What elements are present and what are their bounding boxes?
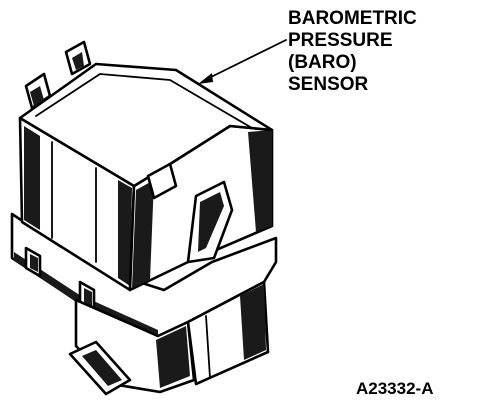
figure-id: A23332-A [356, 379, 434, 398]
sensor-housing [10, 40, 278, 396]
flange-shadow [14, 252, 158, 338]
callout-line-1: BAROMETRIC [288, 8, 417, 29]
front-face-shade [24, 126, 40, 230]
leader-arrow [198, 39, 287, 84]
callout-line-2: PRESSURE [288, 30, 393, 51]
callout-line-4: SENSOR [288, 74, 369, 95]
callout-label: BAROMETRIC PRESSURE (BARO) SENSOR [288, 8, 417, 95]
top-clips [24, 40, 92, 110]
callout-line-3: (BARO) [288, 52, 357, 73]
flange-window-left [24, 246, 42, 278]
side-latch [146, 162, 234, 264]
